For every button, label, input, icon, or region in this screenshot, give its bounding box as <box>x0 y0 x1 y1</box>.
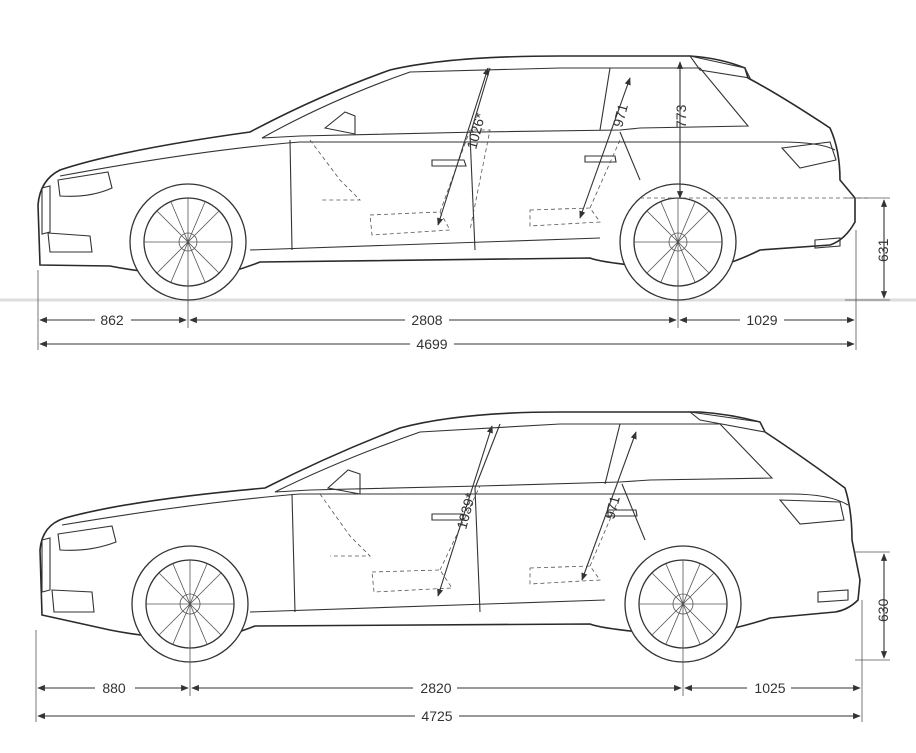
wheelbase-label: 2820 <box>420 680 451 696</box>
rear-wheel-top <box>619 183 737 301</box>
car-view-top: 1026* 971 773 631 862 2808 1029 4699 <box>0 55 916 353</box>
overall-length-label: 4725 <box>421 708 452 724</box>
overall-length-label: 4699 <box>416 336 447 352</box>
rear-height-label: 630 <box>875 598 891 622</box>
side-mirror <box>323 111 356 135</box>
tail-light <box>780 141 837 169</box>
window-outline <box>261 67 750 139</box>
front-grille <box>41 185 51 235</box>
tail-light <box>778 499 845 525</box>
rear-overhang-label: 1029 <box>746 312 777 328</box>
rear-height-label: 631 <box>875 238 891 262</box>
side-mirror <box>326 469 361 495</box>
front-wheel-top <box>129 183 247 301</box>
headlight <box>57 525 117 551</box>
headlight <box>57 171 113 197</box>
rear-headroom-label: 971 <box>609 102 631 129</box>
rear-overhang-label: 1025 <box>754 680 785 696</box>
cargo-height-label: 773 <box>673 104 689 128</box>
front-wheel-bottom <box>131 545 249 663</box>
window-outline <box>274 423 774 493</box>
rear-headroom-label: 971 <box>601 494 623 521</box>
front-grille <box>41 537 51 593</box>
roof-spoiler <box>688 55 751 79</box>
car-view-bottom: 1039* 971 630 880 2820 1025 4725 <box>35 411 891 725</box>
front-overhang-label: 862 <box>100 312 124 328</box>
roof-spoiler <box>688 411 766 433</box>
rear-wheel-bottom <box>624 545 742 663</box>
wheelbase-label: 2808 <box>411 312 442 328</box>
front-overhang-label: 880 <box>102 680 126 696</box>
